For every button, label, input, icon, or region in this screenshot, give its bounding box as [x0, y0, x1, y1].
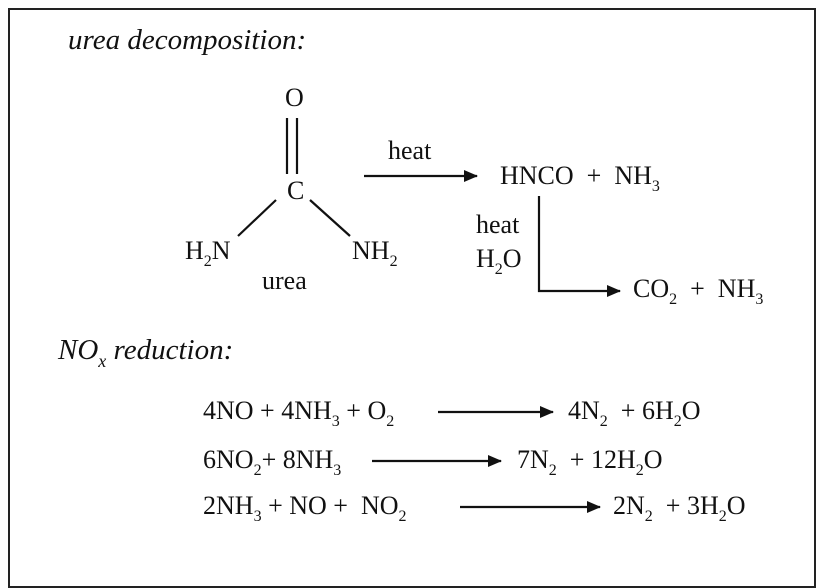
reaction1-product-sub: 3 [651, 178, 660, 195]
nox-r1-reactant-b-sub: 2 [386, 413, 395, 430]
nox-r2-reactant-b-sub: 3 [333, 462, 342, 479]
nox-subscript: x [98, 351, 107, 371]
nox-r2-product-c: O [643, 445, 663, 474]
urea-carbon-atom: C [287, 176, 305, 205]
reaction2-plus: + [690, 274, 705, 303]
nox-r2-product-b: + 12H [556, 445, 636, 474]
nox-r1-product-b-sub: 2 [673, 413, 682, 430]
nox-r2-product-b-sub: 2 [635, 462, 644, 479]
urea-left-amine: H2N [185, 236, 231, 270]
urea-oxygen-atom: O [285, 83, 304, 112]
reaction2-water-sub: 2 [494, 261, 503, 278]
nox-r3-product-c: O [726, 491, 746, 520]
nox-r3-reactant-a: 2NH [203, 491, 254, 520]
nox-r2-reactant-a-sub: 2 [253, 462, 262, 479]
nox-r2-reactant-b: + 8NH [261, 445, 334, 474]
urea-left-n: N [211, 236, 231, 265]
reaction2-water-h: H [476, 244, 495, 273]
urea-left-h: H [185, 236, 204, 265]
urea-name-label: urea [262, 266, 307, 295]
reaction2-product-co: CO [633, 274, 670, 303]
nox-r3-product-b: + 3H [652, 491, 719, 520]
nox-r3-product-a: 2N [613, 491, 645, 520]
nox-r1-reactant-a: 4NO + 4NH [203, 396, 332, 425]
nox-r2-product-a-sub: 2 [548, 462, 557, 479]
nox-suffix: reduction: [106, 334, 234, 366]
nox-r3-reactant-a-sub: 3 [253, 508, 262, 525]
reaction2-product-co-sub: 2 [669, 291, 678, 308]
reaction2-product-nh-sub: 3 [755, 291, 764, 308]
reaction1-products: HNCO + NH3 [500, 161, 660, 195]
heading-nox-reduction: NOx reduction: [58, 334, 234, 371]
urea-right-amine: NH2 [352, 236, 398, 270]
nox-reaction3-products: 2N2 + 3H2O [613, 491, 746, 525]
nox-r3-reactant-b: + NO + NO [261, 491, 399, 520]
nox-reaction3-reactants: 2NH3 + NO + NO2 [203, 491, 407, 525]
nox-r1-reactant-b: + O [339, 396, 387, 425]
reaction2-condition-water: H2O [476, 244, 522, 278]
urea-right-nh: NH [352, 236, 390, 265]
nox-r1-reactant-a-sub: 3 [331, 413, 340, 430]
nox-reaction2-products: 7N2 + 12H2O [517, 445, 663, 479]
reaction1-condition-heat: heat [388, 136, 432, 165]
nox-r3-product-a-sub: 2 [644, 508, 653, 525]
nox-reaction1-products: 4N2 + 6H2O [568, 396, 701, 430]
urea-left-sub: 2 [203, 253, 212, 270]
heading-urea-decomposition: urea decomposition: [68, 24, 307, 56]
nox-reaction2-reactants: 6NO2+ 8NH3 [203, 445, 341, 479]
c-n-left-bond [237, 199, 277, 237]
nox-prefix: NO [58, 334, 99, 366]
nox-r2-product-a: 7N [517, 445, 549, 474]
reaction1-product-hnco: HNCO [500, 161, 574, 190]
nox-r2-reactant-a: 6NO [203, 445, 254, 474]
reaction2-elbow-arrow [537, 196, 621, 297]
nox-r1-product-a: 4N [568, 396, 600, 425]
nox-r1-product-c: O [681, 396, 701, 425]
reaction2-condition-heat: heat [476, 210, 520, 239]
reaction2-product-nh: NH [717, 274, 756, 303]
reaction2-products: CO2 + NH3 [633, 274, 763, 308]
reaction1-plus: + [586, 161, 602, 190]
bonds-and-arrows-layer [237, 118, 621, 513]
urea-right-sub: 2 [389, 253, 398, 270]
nox-reaction1-reactants: 4NO + 4NH3 + O2 [203, 396, 394, 430]
nox-r1-product-b: + 6H [607, 396, 674, 425]
reaction1-product-nh: NH [614, 161, 652, 190]
nox-r3-reactant-b-sub: 2 [398, 508, 407, 525]
nox-r3-product-b-sub: 2 [718, 508, 727, 525]
reaction2-water-o: O [502, 244, 522, 273]
nox-r1-product-a-sub: 2 [599, 413, 608, 430]
c-n-right-bond [309, 199, 351, 237]
